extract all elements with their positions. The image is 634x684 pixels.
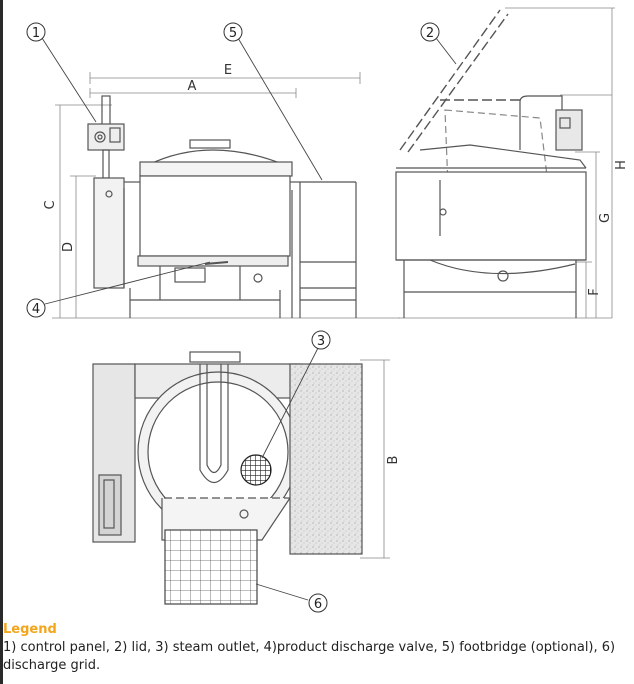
- callout-4: 4: [26, 298, 46, 318]
- steam-outlet-mesh: [240, 454, 272, 486]
- callout-1: 1: [26, 22, 46, 42]
- kettle-body: [139, 175, 291, 257]
- dimension-label-c: C: [43, 200, 58, 209]
- dimension-label-d: D: [61, 242, 76, 252]
- callout-5: 5: [223, 22, 243, 42]
- dimension-label-e: E: [224, 63, 232, 78]
- svg-text:5: 5: [229, 26, 237, 41]
- legend: Legend 1) control panel, 2) lid, 3) stea…: [3, 622, 627, 675]
- legend-text: 1) control panel, 2) lid, 3) steam outle…: [3, 640, 616, 673]
- kettle-rim: [139, 161, 293, 177]
- svg-text:3: 3: [317, 334, 325, 349]
- top-dimension-lines: [360, 359, 390, 559]
- technical-drawing: 1 5 2 4 3 6 E A C D H G F B: [26, 7, 629, 613]
- callout-6: 6: [308, 593, 328, 613]
- front-view: [41, 37, 400, 319]
- front-cabinet-knob: [105, 190, 113, 198]
- dimension-label-g: G: [598, 213, 613, 223]
- callout-2: 2: [420, 22, 440, 42]
- callout-3: 3: [311, 330, 331, 350]
- legend-title: Legend: [3, 622, 57, 637]
- front-side-cabinet: [93, 177, 125, 289]
- dimension-label-f: F: [587, 288, 602, 295]
- top-footbridge-platform: [289, 363, 363, 555]
- top-view: [92, 347, 390, 605]
- front-dimension-lines: [52, 72, 400, 319]
- svg-text:1: 1: [32, 26, 40, 41]
- svg-text:6: 6: [314, 597, 322, 612]
- open-lid-drawing: [399, 9, 520, 153]
- dimension-label-a: A: [188, 79, 197, 94]
- side-view: [395, 7, 615, 319]
- svg-text:4: 4: [32, 302, 40, 317]
- kettle-dome: [147, 149, 286, 166]
- svg-text:2: 2: [426, 26, 434, 41]
- dimension-label-h: H: [614, 160, 629, 170]
- footbridge-drawing: [299, 181, 357, 318]
- control-panel-drawing: [87, 95, 125, 179]
- side-kettle-body: [395, 171, 587, 261]
- left-border-rule: [0, 0, 3, 684]
- dimension-label-b: B: [386, 456, 401, 465]
- discharge-grid: [164, 529, 258, 605]
